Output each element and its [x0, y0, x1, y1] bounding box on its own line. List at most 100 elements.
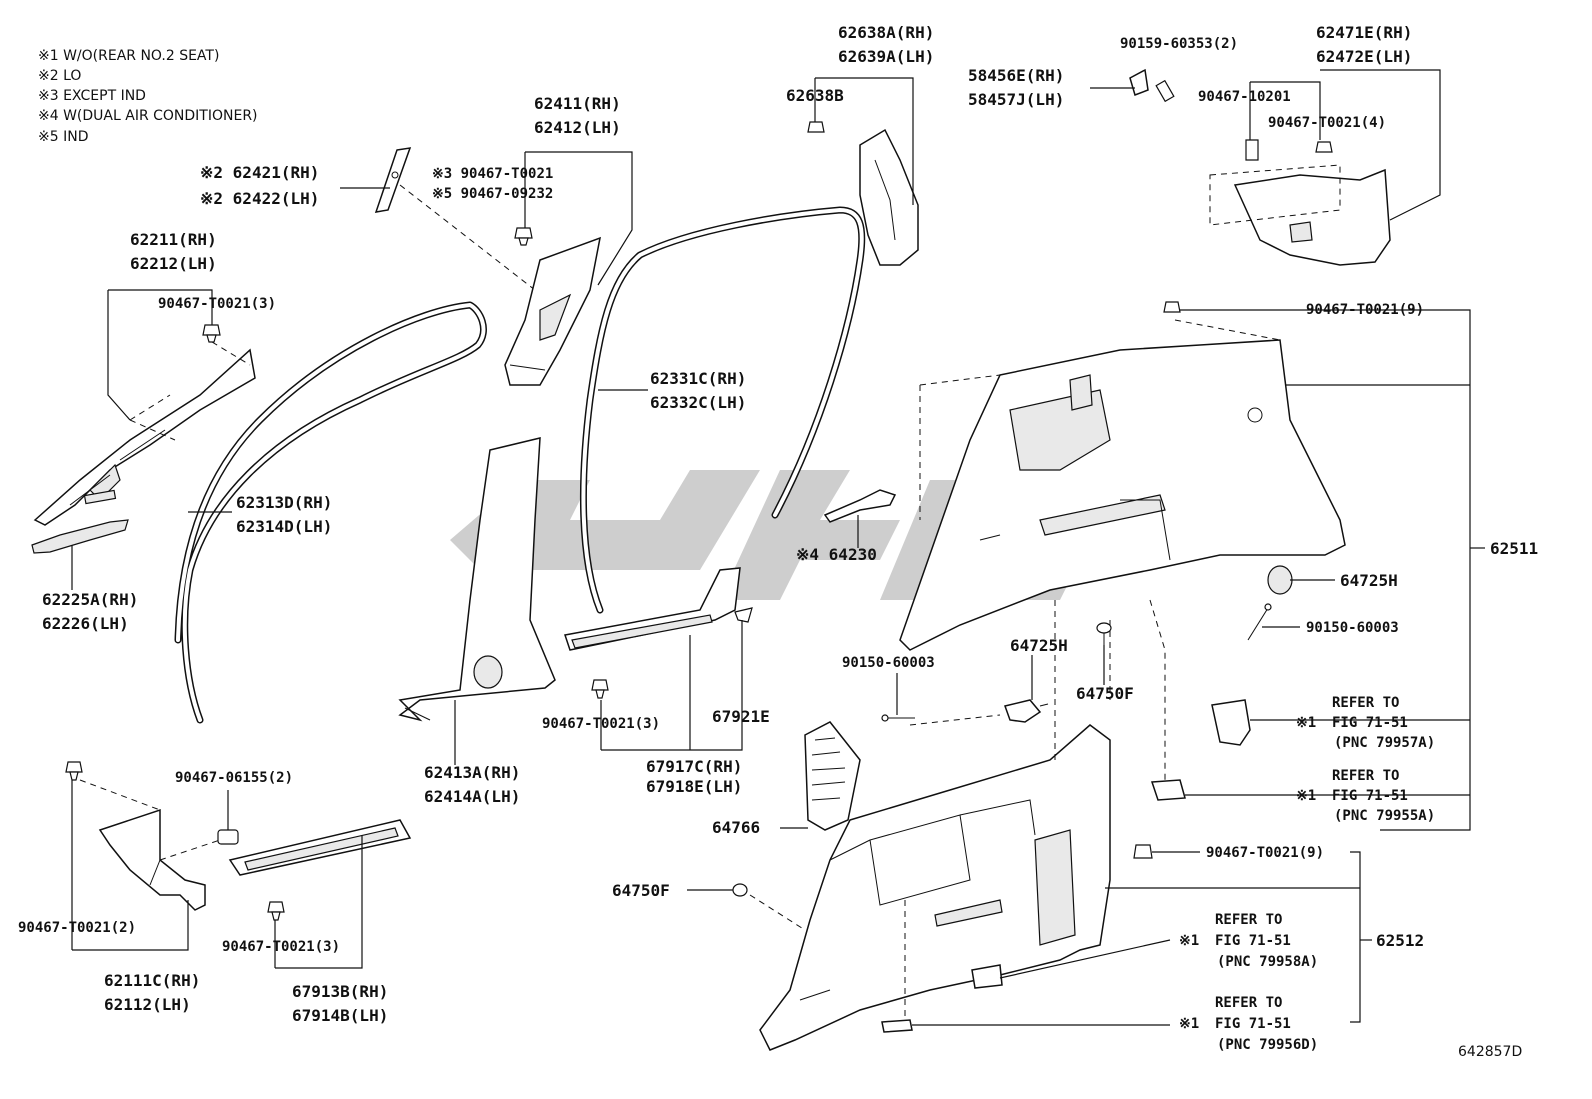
- label-62471E: 62471E(RH): [1316, 23, 1412, 42]
- part-62413A-center-pillar-lower[interactable]: [398, 437, 556, 722]
- label-67921E: 67921E: [712, 707, 770, 726]
- part-64230-duct[interactable]: [823, 489, 897, 523]
- label-62472E: 62472E(LH): [1316, 47, 1412, 66]
- label-67914B: 67914B(LH): [292, 1006, 388, 1025]
- label-62512: 62512: [1376, 931, 1424, 950]
- ref-79955A-mark: ※1: [1296, 788, 1316, 804]
- label-58457J: 58457J(LH): [968, 90, 1064, 109]
- ref-79958A: REFER TO ※1 FIG 71-51 (PNC 79958A): [1179, 912, 1318, 970]
- leader-62111C: [79, 779, 221, 861]
- label-62413A: 62413A(RH): [424, 763, 520, 782]
- part-79957A-bracket: [1211, 699, 1251, 746]
- ref-79956D-line3: (PNC 79956D): [1217, 1037, 1318, 1053]
- label-62211: 62211(RH): [130, 230, 217, 249]
- part-62331C-weatherstrip: [579, 206, 866, 614]
- clip-90467-T0021-b: [514, 227, 533, 246]
- ref-79956D-line1: REFER TO: [1215, 995, 1282, 1011]
- label-62422: ※2 62422(LH): [200, 189, 319, 208]
- leader-62211: [129, 341, 251, 441]
- label-90467-T0021-9b: 90467-T0021(9): [1206, 845, 1324, 861]
- notes-legend: ※1 W/O(REAR NO.2 SEAT) ※2 LO ※3 EXCEPT I…: [38, 48, 258, 145]
- part-64725H-knob-b: [1004, 699, 1049, 723]
- label-64750F-b: 64750F: [612, 881, 670, 900]
- clip-90467-T0021-d: [65, 761, 83, 781]
- label-62638A: 62638A(RH): [838, 23, 934, 42]
- part-62421-strip[interactable]: [374, 147, 412, 213]
- label-67917C: 67917C(RH): [646, 757, 742, 776]
- label-90467-T0021-9a: 90467-T0021(9): [1306, 302, 1424, 318]
- ref-79955A-line3: (PNC 79955A): [1334, 808, 1435, 824]
- label-64725H-b: 64725H: [1010, 636, 1068, 655]
- clip-90467-T0021-c: [591, 679, 609, 699]
- part-58456E-bracket[interactable]: [1129, 68, 1149, 96]
- part-64766-grille[interactable]: [804, 721, 861, 831]
- label-90467-T0021-4: 90467-T0021(4): [1268, 115, 1386, 131]
- label-62331C: 62331C(RH): [650, 369, 746, 388]
- part-79955A-bracket: [1150, 779, 1186, 801]
- part-67917C-scuff-plate[interactable]: [564, 567, 741, 651]
- part-64750F-plug-b: [732, 883, 748, 897]
- part-62211-front-pillar-garnish[interactable]: [33, 348, 256, 526]
- label-58456E: 58456E(RH): [968, 66, 1064, 85]
- ref-79955A-line2: FIG 71-51: [1332, 788, 1408, 804]
- label-64766: 64766: [712, 818, 760, 837]
- part-67913B-scuff-plate[interactable]: [228, 819, 412, 876]
- leader-62512: [749, 599, 1166, 1020]
- label-90159-60353: 90159-60353(2): [1120, 36, 1238, 52]
- part-64725H-knob: [1267, 565, 1293, 595]
- label-64725H-a: 64725H: [1340, 571, 1398, 590]
- part-62411-center-pillar-upper[interactable]: [504, 236, 601, 386]
- bolt-90150-60003-b: [881, 714, 915, 722]
- leader-lines: [71, 69, 1485, 1026]
- label-90467-T0021-3c: 90467-T0021(3): [222, 939, 340, 955]
- bolt-90150-60003-a: [1247, 603, 1272, 641]
- clip-90467-T0021-g: [1163, 301, 1181, 313]
- clip-90159-60353: [1155, 79, 1175, 103]
- note-3: ※3 EXCEPT IND: [38, 88, 146, 104]
- note-5: ※5 IND: [38, 129, 88, 145]
- note-1: ※1 W/O(REAR NO.2 SEAT): [38, 48, 219, 64]
- clip-90467-T0021-a: [202, 324, 221, 343]
- label-90150-60003-b: 90150-60003: [842, 655, 935, 671]
- part-62111C-cowl-side-trim[interactable]: [98, 808, 206, 911]
- label-90467-T0021-2: 90467-T0021(2): [18, 920, 136, 936]
- part-64750F-plug-a: [1096, 622, 1112, 645]
- label-62112: 62112(LH): [104, 995, 191, 1014]
- label-62412: 62412(LH): [534, 118, 621, 137]
- ref-79957A-line3: (PNC 79957A): [1334, 735, 1435, 751]
- part-62471E-quarter-trim-upper[interactable]: [1209, 164, 1391, 266]
- part-67921E-clip: [734, 607, 753, 623]
- label-90467-T0021-3b: 90467-T0021(3): [542, 716, 660, 732]
- ref-79958A-mark: ※1: [1179, 933, 1199, 949]
- label-90467-06155: 90467-06155(2): [175, 770, 293, 786]
- part-labels: 62638A(RH) 62639A(LH) 62638B 90159-60353…: [18, 23, 1538, 1025]
- ref-79957A-line2: FIG 71-51: [1332, 715, 1408, 731]
- part-62225A-garnish-strip[interactable]: [31, 519, 129, 554]
- label-62638B: 62638B: [786, 86, 844, 105]
- label-62225A: 62225A(RH): [42, 590, 138, 609]
- clip-90467-T0021-h: [1133, 844, 1153, 859]
- clip-90467-T0021-f: [1315, 141, 1333, 153]
- note-2: ※2 LO: [38, 68, 81, 84]
- label-67918E: 67918E(LH): [646, 777, 742, 796]
- label-90467-T0021-3a: 90467-T0021(3): [158, 296, 276, 312]
- ref-79957A-mark: ※1: [1296, 715, 1316, 731]
- part-62313D-weatherstrip: [174, 301, 487, 724]
- ref-79955A: REFER TO ※1 FIG 71-51 (PNC 79955A): [1296, 768, 1435, 824]
- ref-79958A-line2: FIG 71-51: [1215, 933, 1291, 949]
- part-62638A-roof-side-garnish[interactable]: [859, 128, 919, 266]
- label-62411: 62411(RH): [534, 94, 621, 113]
- label-62313D: 62313D(RH): [236, 493, 332, 512]
- label-90150-60003-a: 90150-60003: [1306, 620, 1399, 636]
- ref-79956D-mark: ※1: [1179, 1016, 1199, 1032]
- ref-79957A-line1: REFER TO: [1332, 695, 1399, 711]
- label-62226: 62226(LH): [42, 614, 129, 633]
- part-62511-quarter-trim-panel[interactable]: [899, 319, 1346, 651]
- label-62414A: 62414A(LH): [424, 787, 520, 806]
- label-67913B: 67913B(RH): [292, 982, 388, 1001]
- clip-90467-T0021-e: [267, 901, 285, 921]
- label-62639A: 62639A(LH): [838, 47, 934, 66]
- label-90467-10201: 90467-10201: [1198, 89, 1291, 105]
